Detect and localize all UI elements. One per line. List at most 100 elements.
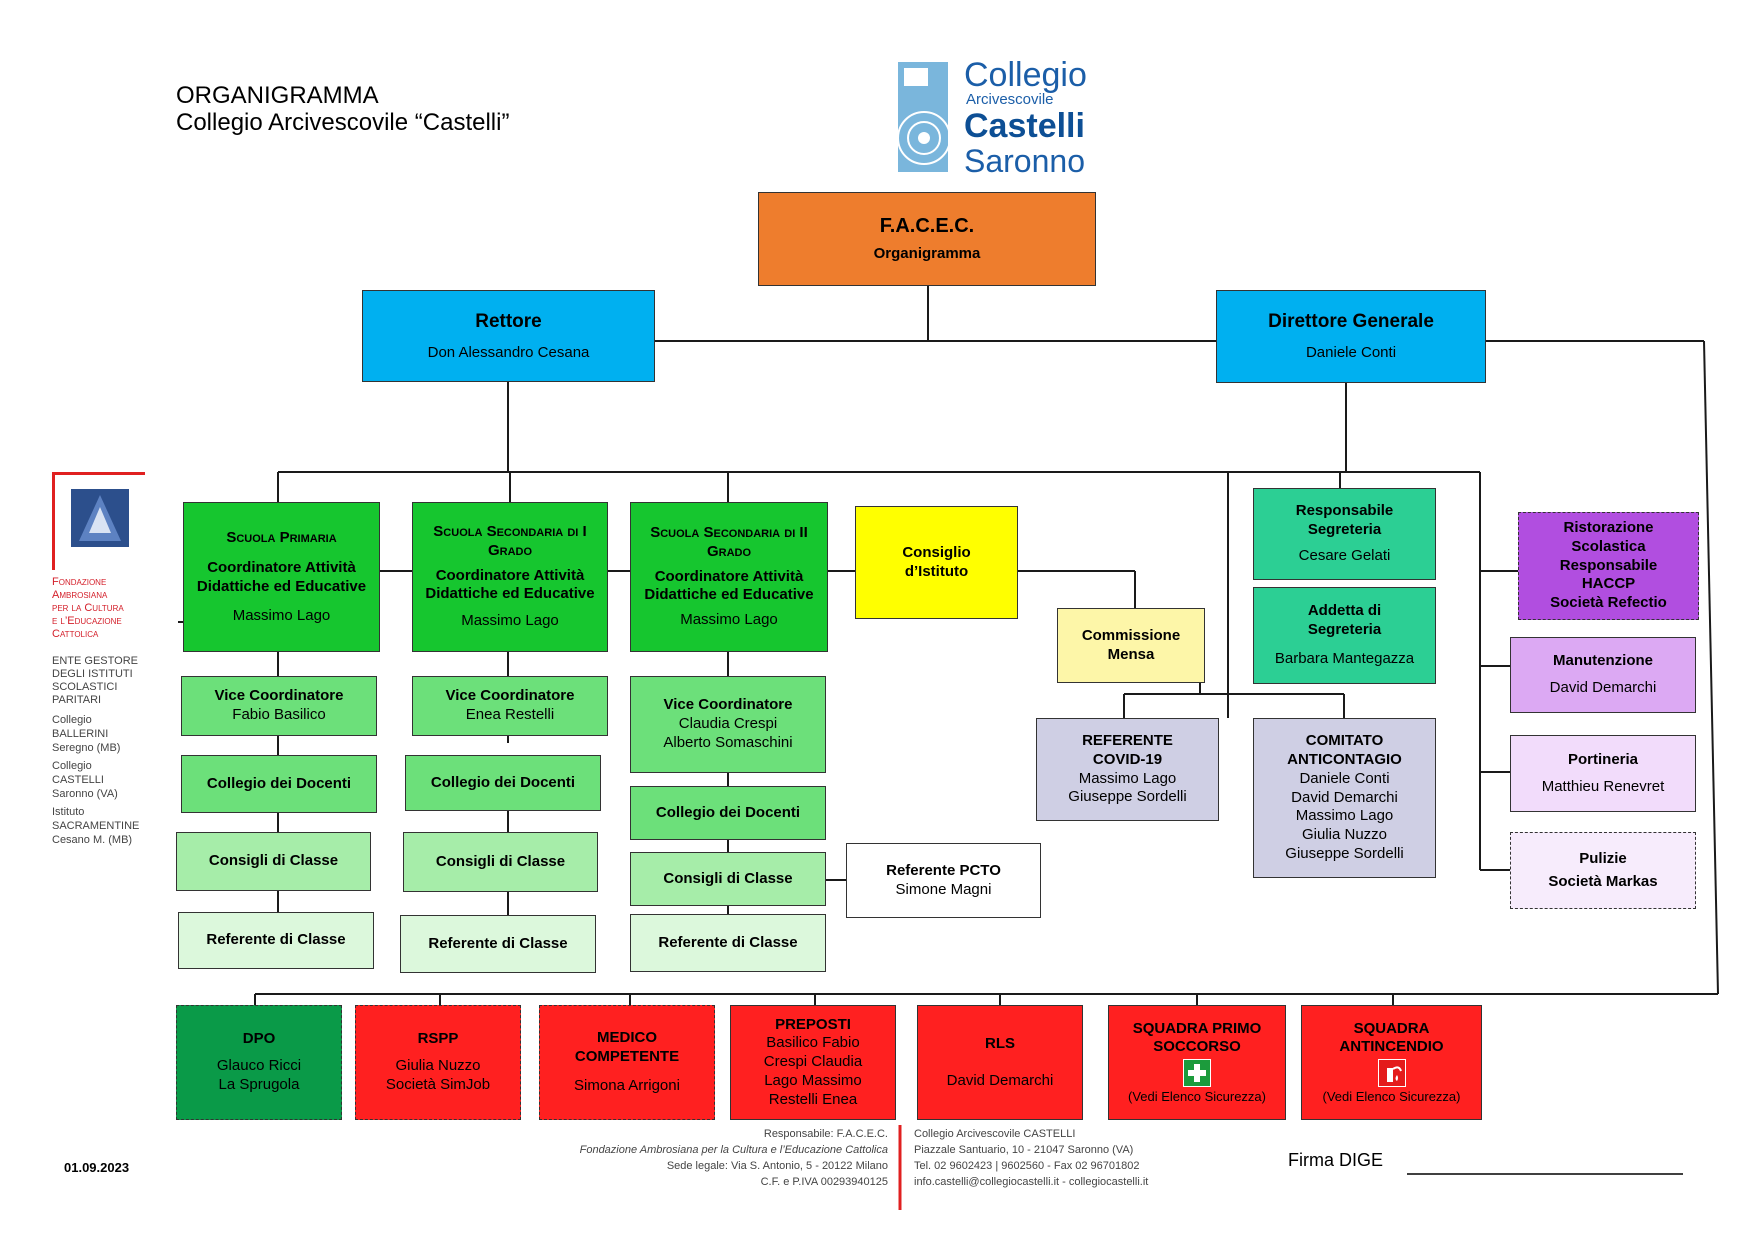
secondaria2-vice-name-1: Claudia Crespi: [678, 715, 778, 733]
primaria-classe-box: Consigli di Classe: [176, 832, 371, 891]
rspp-name-2: Società SimJob: [385, 1075, 491, 1093]
mensa-title: Commissione Mensa: [1081, 626, 1181, 663]
footer-right-2: Piazzale Santuario, 10 - 21047 Saronno (…: [914, 1144, 1134, 1156]
consiglio-title: Consiglio d’Istituto: [902, 543, 971, 580]
school-1-line-1: Collegio: [52, 714, 92, 726]
primaria-vice-name: Fabio Basilico: [232, 706, 326, 723]
addetta-title: Addetta di Segreteria: [1307, 602, 1382, 639]
footer-left-4: C.F. e P.IVA 00293940125: [760, 1176, 888, 1188]
dpo-box: DPO Glauco Ricci La Sprugola: [176, 1005, 342, 1120]
primaria-referente-box: Referente di Classe: [178, 912, 374, 969]
portineria-box: Portineria Matthieu Renevret: [1510, 735, 1696, 812]
footer-left: Responsabile: F.A.C.E.C. Fondazione Ambr…: [520, 1126, 888, 1190]
school-3-line-3: Cesano M. (MB): [52, 834, 133, 846]
direttore-title: Direttore Generale: [1268, 311, 1434, 333]
secondaria2-docenti: Collegio dei Docenti: [655, 803, 801, 821]
portineria-name: Matthieu Renevret: [1541, 777, 1665, 795]
rspp-box: RSPP Giulia Nuzzo Società SimJob: [355, 1005, 521, 1120]
fondazione-sidebar: Fondazione Ambrosiana per la Cultura e l…: [52, 472, 162, 847]
secondaria1-classe-box: Consigli di Classe: [403, 832, 598, 892]
rettore-title: Rettore: [475, 310, 542, 332]
comitato-name-1: Daniele Conti: [1299, 769, 1390, 787]
logo-line-2: Arcivescovile: [966, 91, 1054, 108]
covid-box: REFERENTE COVID-19 Massimo Lago Giuseppe…: [1036, 718, 1219, 821]
ristorazione-line-1: Ristorazione Scolastica: [1563, 519, 1654, 555]
pcto-name: Simone Magni: [895, 880, 992, 898]
medico-name-1: Simona Arrigoni: [574, 1076, 680, 1094]
secondaria1-box: Scuola Secondaria di I Grado Coordinator…: [412, 502, 608, 652]
secondaria1-docenti: Collegio dei Docenti: [430, 773, 576, 791]
preposti-box: PREPOSTI Basilico Fabio Crespi Claudia L…: [730, 1005, 896, 1120]
pulizie-box: Pulizie Società Markas: [1510, 832, 1696, 909]
school-2-line-2: Castelli: [52, 774, 104, 786]
direttore-name: Daniele Conti: [1305, 344, 1397, 361]
covid-title: REFERENTE COVID-19: [1082, 732, 1173, 768]
consiglio-box: Consiglio d’Istituto: [855, 506, 1018, 619]
medico-box: MEDICO COMPETENTE Simona Arrigoni: [539, 1005, 715, 1120]
first-aid-icon: [1183, 1059, 1211, 1088]
secondaria2-vice-name-2: Alberto Somaschini: [663, 733, 793, 751]
school-1-line-3: Seregno (MB): [52, 742, 121, 754]
comitato-box: COMITATO ANTICONTAGIO Daniele Conti Davi…: [1253, 718, 1436, 878]
school-2-line-1: Collegio: [52, 760, 92, 772]
footer-right-1: Collegio Arcivescovile CASTELLI: [914, 1128, 1076, 1140]
secondaria2-referente: Referente di Classe: [658, 933, 798, 951]
ente-line-2: degli istituti: [52, 668, 133, 680]
rls-title: RLS: [985, 1034, 1015, 1052]
page-title: ORGANIGRAMMA: [176, 82, 379, 109]
secondaria2-name: Massimo Lago: [680, 611, 778, 629]
antincendio-box: SQUADRA ANTINCENDIO (Vedi Elenco Sicurez…: [1301, 1005, 1482, 1120]
fondazione-line-5: Cattolica: [52, 628, 99, 640]
comitato-name-3: Massimo Lago: [1295, 807, 1394, 825]
manutenzione-title: Manutenzione: [1553, 652, 1653, 670]
facec-sub: Organigramma: [873, 245, 981, 263]
primaria-name: Massimo Lago: [232, 606, 331, 624]
pulizie-name: Società Markas: [1548, 872, 1658, 890]
primaria-box: Scuola Primaria Coordinatore Attività Di…: [183, 502, 380, 652]
segreteria-name: Cesare Gelati: [1298, 547, 1391, 565]
collegio-logo: Collegio Arcivescovile Castelli Saronno: [884, 58, 1094, 178]
fire-extinguisher-icon: [1377, 1059, 1406, 1088]
comitato-name-2: David Demarchi: [1291, 788, 1398, 806]
secondaria1-name: Massimo Lago: [461, 612, 559, 630]
addetta-box: Addetta di Segreteria Barbara Mantegazza: [1253, 587, 1436, 684]
footer-right-4: info.castelli@collegiocastelli.it - coll…: [914, 1176, 1149, 1188]
rettore-box: Rettore Don Alessandro Cesana: [362, 290, 655, 382]
segreteria-box: Responsabile Segreteria Cesare Gelati: [1253, 488, 1436, 580]
secondaria2-head: Scuola Secondaria di II Grado: [650, 524, 808, 560]
dpo-name-2: La Sprugola: [218, 1075, 300, 1093]
secondaria2-referente-box: Referente di Classe: [630, 914, 826, 972]
school-3-line-1: Istituto: [52, 806, 85, 818]
secondaria2-classe: Consigli di Classe: [663, 869, 793, 887]
footer-left-2: Fondazione Ambrosiana per la Cultura e l…: [579, 1144, 888, 1156]
primo-soccorso-title: SQUADRA PRIMO SOCCORSO: [1132, 1019, 1262, 1056]
segreteria-title: Responsabile Segreteria: [1295, 501, 1394, 538]
pcto-box: Referente PCTO Simone Magni: [846, 843, 1041, 918]
primaria-referente: Referente di Classe: [206, 931, 346, 949]
medico-title: MEDICO COMPETENTE: [574, 1029, 680, 1066]
secondaria1-docenti-box: Collegio dei Docenti: [405, 755, 601, 811]
secondaria2-role: Coordinatore Attività Didattiche ed Educ…: [644, 567, 814, 604]
antincendio-note: (Vedi Elenco Sicurezza): [1322, 1089, 1461, 1105]
school-3-line-2: Sacramentine: [52, 820, 140, 832]
antincendio-title: SQUADRA ANTINCENDIO: [1339, 1019, 1444, 1056]
comitato-name-4: Giulia Nuzzo: [1301, 826, 1388, 844]
covid-name-2: Giuseppe Sordelli: [1068, 788, 1187, 806]
portineria-title: Portineria: [1567, 750, 1639, 768]
primaria-docenti-box: Collegio dei Docenti: [181, 755, 377, 813]
fondazione-line-2: Ambrosiana: [52, 589, 108, 601]
secondaria2-vice-box: Vice Coordinatore Claudia Crespi Alberto…: [630, 676, 826, 773]
fondazione-logo-icon: [71, 489, 129, 547]
footer-right: Collegio Arcivescovile CASTELLI Piazzale…: [914, 1126, 1214, 1190]
secondaria1-referente: Referente di Classe: [428, 934, 568, 952]
footer-left-1: Responsabile: F.A.C.E.C.: [763, 1128, 888, 1140]
primaria-head: Scuola Primaria: [226, 528, 337, 546]
rls-box: RLS David Demarchi: [917, 1005, 1083, 1120]
header: ORGANIGRAMMA Collegio Arcivescovile “Cas…: [176, 82, 509, 136]
ente-line-1: Ente gestore: [52, 655, 138, 667]
primo-soccorso-note: (Vedi Elenco Sicurezza): [1127, 1089, 1266, 1105]
comitato-name-5: Giuseppe Sordelli: [1285, 844, 1404, 862]
page-subtitle: Collegio Arcivescovile “Castelli”: [176, 109, 510, 136]
footer-date: 01.09.2023: [64, 1160, 130, 1175]
